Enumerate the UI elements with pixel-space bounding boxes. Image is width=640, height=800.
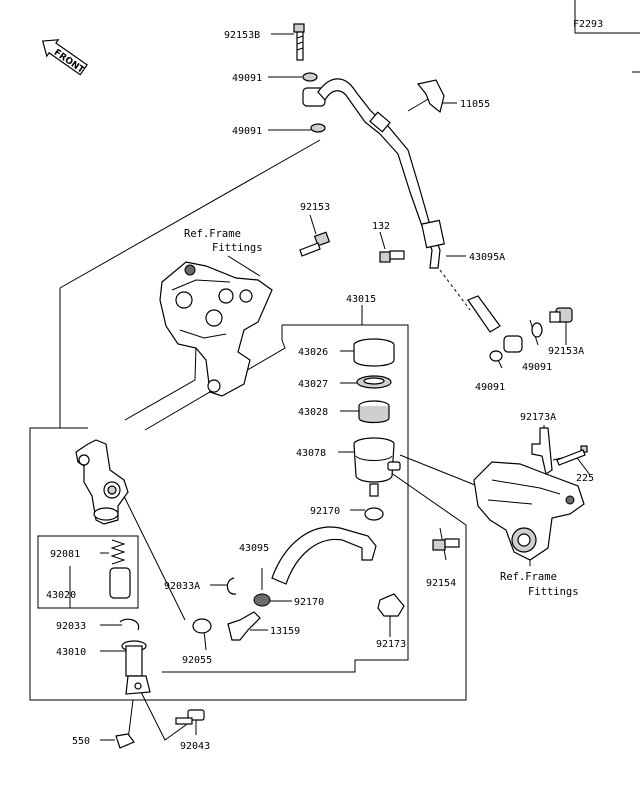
washer-49091-mid (310, 123, 326, 133)
label-92153A: 92153A (548, 346, 584, 357)
clamp-92173 (377, 593, 405, 617)
label-49091-r1: 49091 (522, 362, 552, 373)
ref-frame-label-left: Ref.Frame (184, 228, 241, 240)
label-43095: 43095 (239, 543, 269, 554)
hose-clamp-11055 (416, 79, 445, 114)
bolt-225 (556, 445, 588, 466)
page-frame-corner (574, 0, 640, 73)
label-11055: 11055 (460, 99, 490, 110)
ref-fittings-label-left: Fittings (212, 242, 263, 254)
label-92081: 92081 (50, 549, 80, 560)
ref-frame-fittings-left: Ref.Frame Fittings (184, 228, 263, 277)
diaphragm-plate-43027 (356, 375, 392, 389)
cotter-pin-550 (115, 733, 135, 749)
circlip-92033 (119, 618, 140, 631)
label-92033A: 92033A (164, 581, 200, 592)
ref-frame-label-right: Ref.Frame (500, 571, 557, 583)
reservoir-43078 (353, 437, 401, 497)
pushrod-43010 (121, 640, 151, 695)
label-43026: 43026 (298, 347, 328, 358)
spring-92081 (109, 539, 131, 599)
label-43095A: 43095A (469, 252, 505, 263)
label-550: 550 (72, 736, 90, 747)
label-225: 225 (576, 473, 594, 484)
label-43015: 43015 (346, 294, 376, 305)
label-92033: 92033 (56, 621, 86, 632)
label-132: 132 (372, 221, 390, 232)
frame-bracket-right (473, 461, 585, 561)
label-92173A: 92173A (520, 412, 556, 423)
label-43010: 43010 (56, 647, 86, 658)
label-92043: 92043 (180, 741, 210, 752)
front-arrow-icon: FRONT (41, 39, 88, 76)
label-92055: 92055 (182, 655, 212, 666)
bracket-92173A (531, 427, 553, 475)
label-92153: 92153 (300, 202, 330, 213)
label-92170-a: 92170 (310, 506, 340, 517)
label-49091-mid: 49091 (232, 126, 262, 137)
hose-clamp-92170-bottom (253, 593, 271, 607)
label-92170-b: 92170 (294, 597, 324, 608)
label-92173: 92173 (376, 639, 406, 650)
fitting-13159 (227, 611, 261, 641)
label-92154: 92154 (426, 578, 456, 589)
bolt-132 (379, 250, 405, 263)
label-43078: 43078 (296, 448, 326, 459)
hose-clamp-92170-top (364, 507, 384, 521)
label-49091-r2: 49091 (475, 382, 505, 393)
diagram-code: F2293 (573, 19, 603, 30)
label-49091-top: 49091 (232, 73, 262, 84)
label-43027: 43027 (298, 379, 328, 390)
label-43020: 43020 (46, 590, 76, 601)
label-92153B: 92153B (224, 30, 260, 41)
bolt-92153 (299, 231, 331, 257)
master-cylinder-body (75, 439, 129, 525)
washer-49091-top (302, 72, 318, 82)
diaphragm-43028 (358, 400, 390, 424)
label-13159: 13159 (270, 626, 300, 637)
pin-92043 (175, 709, 205, 725)
circlip-92033A (226, 577, 237, 595)
frame-bracket-left (159, 261, 273, 397)
banjo-bolt-92153A (489, 307, 573, 362)
leader-lines (29, 33, 591, 741)
part-labels: 92153B 49091 49091 11055 92153 132 43095… (46, 30, 594, 752)
bolt-92154 (432, 538, 460, 551)
reservoir-hose-43095 (271, 526, 377, 585)
reservoir-cap-43026 (353, 338, 395, 367)
brake-hose-43095A (302, 78, 523, 353)
ref-fittings-label-right: Fittings (528, 586, 579, 598)
ref-frame-fittings-right: Ref.Frame Fittings (500, 560, 579, 598)
label-43028: 43028 (298, 407, 328, 418)
banjo-bolt-92153B (293, 23, 305, 61)
o-ring-92055 (192, 618, 212, 634)
